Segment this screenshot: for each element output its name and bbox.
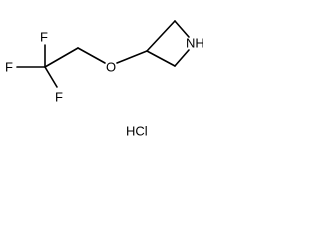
oxygen-label: O (106, 59, 116, 74)
ring-bond-c-top-n (174, 20, 190, 38)
fluorine-left-label: F (5, 59, 13, 74)
salt-label: HCl (126, 123, 148, 138)
ring-bond-c3-c-top (146, 20, 176, 52)
nitrogen-label: NH (186, 35, 203, 50)
bond-ch2-cf3 (44, 47, 79, 68)
ring-bond-n-c-right (174, 49, 190, 67)
bond-oxygen-ch2 (77, 47, 106, 64)
fluorine-bottom-label: F (55, 89, 63, 104)
ring-bond-c-right-c3 (146, 50, 176, 67)
bond-c-f-bottom (44, 66, 58, 88)
chemical-structure: NH O F F F HCl (5, 20, 203, 138)
fluorine-top-label: F (40, 29, 48, 44)
bond-c3-oxygen (116, 50, 148, 64)
